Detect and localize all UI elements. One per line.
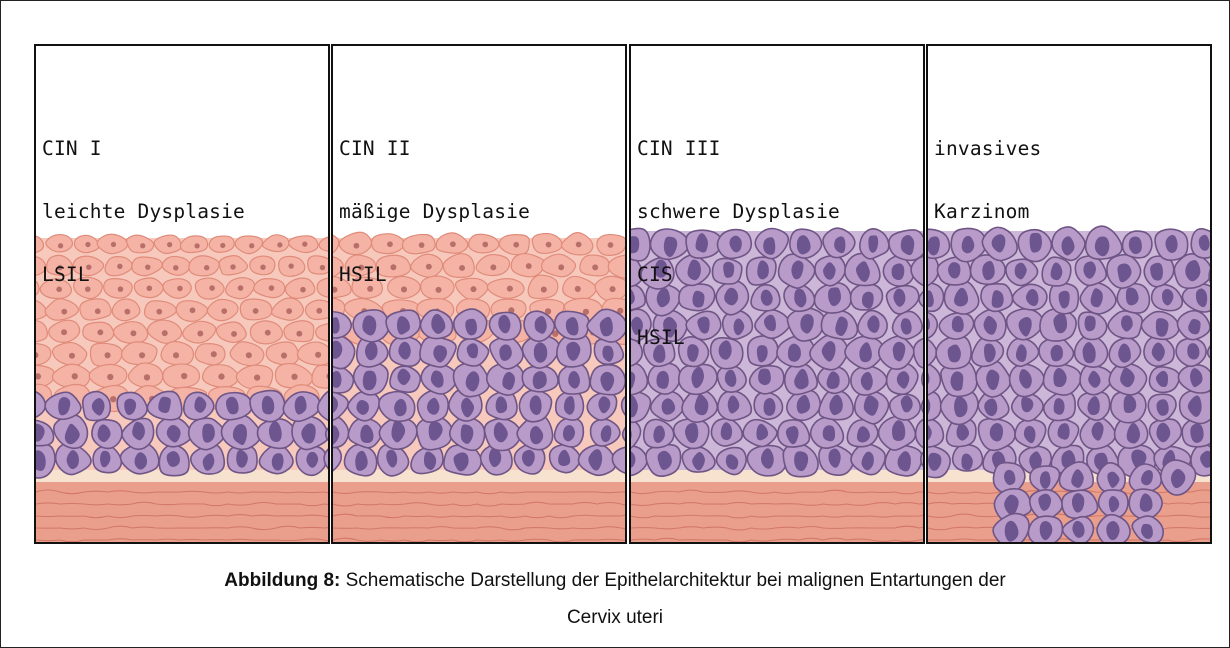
stroma — [631, 482, 923, 542]
normal-cell — [308, 256, 328, 274]
dysplastic-nucleus — [764, 398, 776, 416]
normal-nucleus — [69, 353, 75, 359]
panel-label-invasive: invasives Karzinom — [934, 96, 1041, 264]
normal-nucleus — [231, 331, 237, 337]
label-grade: CIN II — [339, 138, 530, 159]
normal-nucleus — [107, 374, 113, 380]
panel-label-cin3: CIN III schwere Dysplasie CIS HSIL — [637, 96, 840, 390]
panel-label-cin1: CIN I leichte Dysplasie LSIL — [42, 96, 245, 327]
normal-nucleus — [61, 329, 67, 335]
normal-nucleus — [173, 352, 179, 358]
label-dysplasia: mäßige Dysplasie — [339, 201, 530, 222]
panel-label-cin2: CIN II mäßige Dysplasie HSIL — [339, 96, 530, 327]
dysplastic-nucleus — [1051, 345, 1063, 362]
label-type-2: Karzinom — [934, 201, 1041, 222]
normal-nucleus — [269, 285, 275, 291]
normal-nucleus — [288, 263, 293, 268]
normal-nucleus — [130, 330, 136, 336]
stroma — [333, 482, 625, 542]
normal-nucleus — [592, 264, 598, 270]
normal-nucleus — [110, 396, 116, 402]
normal-nucleus — [139, 352, 145, 358]
label-classification: LSIL — [42, 264, 245, 285]
normal-nucleus — [246, 352, 252, 358]
dysplastic-nucleus — [892, 263, 905, 280]
normal-cell — [263, 235, 289, 252]
normal-nucleus — [316, 308, 322, 314]
normal-nucleus — [218, 373, 224, 379]
normal-nucleus — [72, 373, 78, 379]
label-classification: HSIL — [637, 327, 840, 348]
normal-cell — [122, 342, 157, 365]
normal-nucleus — [302, 242, 307, 247]
label-grade: CIN I — [42, 138, 245, 159]
normal-nucleus — [260, 265, 265, 270]
label-cis: CIS — [637, 264, 840, 285]
label-type: invasives — [934, 138, 1041, 159]
dysplastic-nucleus — [1084, 316, 1095, 332]
panel-cin2: CIN II mäßige Dysplasie HSIL — [331, 44, 627, 544]
normal-nucleus — [105, 352, 111, 358]
normal-nucleus — [300, 287, 306, 293]
normal-nucleus — [253, 308, 259, 314]
label-dysplasia: schwere Dysplasie — [637, 201, 840, 222]
panel-cin3: CIN III schwere Dysplasie CIS HSIL — [629, 44, 925, 544]
normal-nucleus — [286, 308, 292, 314]
caption-line-2: Cervix uteri — [0, 599, 1230, 636]
normal-nucleus — [320, 265, 325, 270]
normal-nucleus — [608, 242, 614, 248]
caption-text: Schematische Darstellung der Epithelarch… — [340, 570, 1005, 591]
normal-nucleus — [296, 331, 302, 337]
dysplastic-nucleus — [823, 425, 835, 441]
label-grade: CIN III — [637, 138, 840, 159]
panel-cin1: CIN I leichte Dysplasie LSIL — [34, 44, 330, 544]
normal-nucleus — [211, 351, 217, 357]
normal-nucleus — [575, 286, 581, 292]
normal-nucleus — [541, 287, 547, 293]
normal-nucleus — [315, 352, 321, 358]
stroma — [36, 482, 328, 542]
normal-nucleus — [546, 242, 552, 248]
dysplastic-nucleus — [534, 342, 547, 362]
normal-nucleus — [277, 242, 282, 247]
normal-nucleus — [281, 352, 287, 358]
normal-nucleus — [162, 330, 168, 336]
normal-nucleus — [610, 286, 616, 292]
normal-nucleus — [291, 374, 297, 380]
basement-membrane — [333, 470, 625, 482]
normal-nucleus — [97, 329, 103, 335]
figure-caption: Abbildung 8: Schematische Darstellung de… — [0, 562, 1230, 636]
normal-nucleus — [576, 242, 582, 248]
label-dysplasia: leichte Dysplasie — [42, 201, 245, 222]
caption-figure-number: Abbildung 8: — [224, 570, 340, 591]
normal-nucleus — [254, 374, 260, 380]
normal-cell — [195, 344, 225, 365]
normal-nucleus — [265, 330, 271, 336]
normal-nucleus — [558, 264, 564, 270]
normal-nucleus — [197, 331, 203, 337]
normal-nucleus — [144, 374, 150, 380]
label-classification: HSIL — [339, 264, 530, 285]
dysplastic-nucleus — [948, 345, 961, 363]
caption-line-1: Abbildung 8: Schematische Darstellung de… — [0, 562, 1230, 599]
panel-invasive: invasives Karzinom — [926, 44, 1212, 544]
normal-nucleus — [249, 243, 254, 248]
normal-nucleus — [181, 373, 187, 379]
